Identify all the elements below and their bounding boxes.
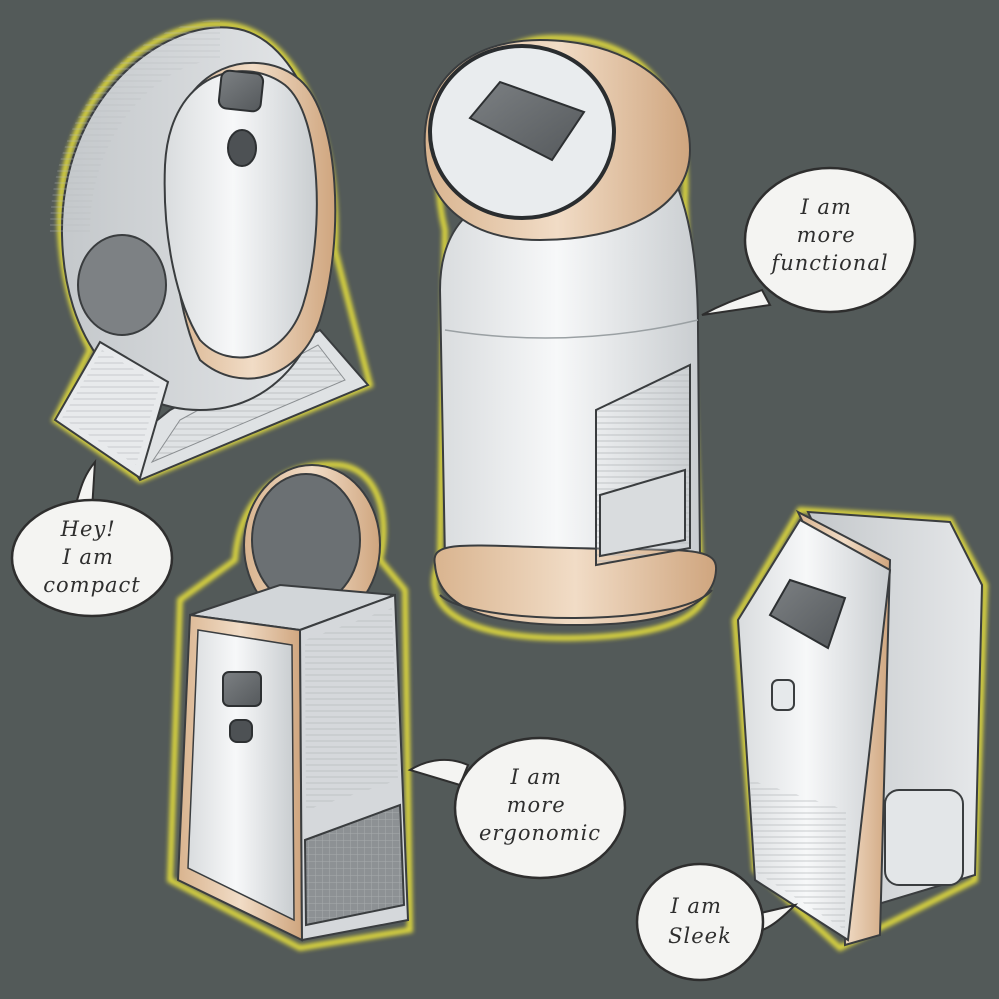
functional-robot xyxy=(423,34,718,642)
compact-robot-camera xyxy=(227,129,257,167)
ergonomic-robot xyxy=(166,461,414,952)
bubble-sleek-text: I am Sleek xyxy=(668,894,732,948)
functional-robot-base-ring xyxy=(433,544,718,627)
speech-bubble-ergonomic: I am more ergonomic xyxy=(407,736,627,880)
speech-bubble-sleek: I am Sleek xyxy=(635,862,799,982)
bubble-functional-line-2: more xyxy=(797,223,856,247)
bubble-ergonomic-line-3: ergonomic xyxy=(479,821,601,845)
sleek-robot xyxy=(731,506,989,952)
bubble-functional-line-1: I am xyxy=(799,195,851,219)
sleek-robot-button xyxy=(771,679,795,711)
bubble-ergonomic-text: I am more ergonomic xyxy=(479,765,601,845)
speech-bubble-functional: I am more functional xyxy=(701,166,917,316)
compact-robot-speaker xyxy=(77,234,167,336)
ergonomic-robot-handle-inner xyxy=(251,473,361,607)
ergonomic-robot-screen xyxy=(222,671,262,707)
ergonomic-robot-grille xyxy=(303,803,406,927)
compact-robot xyxy=(49,20,374,484)
bubble-sleek-line-1: I am xyxy=(669,894,721,918)
sleek-robot-screen xyxy=(768,578,847,650)
compact-robot-face xyxy=(163,70,318,359)
bubble-compact-line-2: I am xyxy=(61,545,113,569)
compact-robot-screen xyxy=(217,69,265,113)
bubble-functional-text: I am more functional xyxy=(769,195,888,275)
bubble-compact-line-1: Hey! xyxy=(60,517,116,541)
bubble-functional-line-3: functional xyxy=(769,251,888,275)
bubble-ergonomic-line-1: I am xyxy=(509,765,561,789)
functional-robot-screen xyxy=(468,80,586,162)
functional-robot-slot xyxy=(599,468,686,558)
speech-bubble-compact: Hey! I am compact xyxy=(10,459,174,618)
bubble-ergonomic-line-2: more xyxy=(507,793,566,817)
bubble-sleek-line-2: Sleek xyxy=(668,924,732,948)
ergonomic-robot-camera xyxy=(229,719,253,743)
bubble-compact-line-3: compact xyxy=(43,573,140,597)
bubble-compact-text: Hey! I am compact xyxy=(43,517,140,597)
